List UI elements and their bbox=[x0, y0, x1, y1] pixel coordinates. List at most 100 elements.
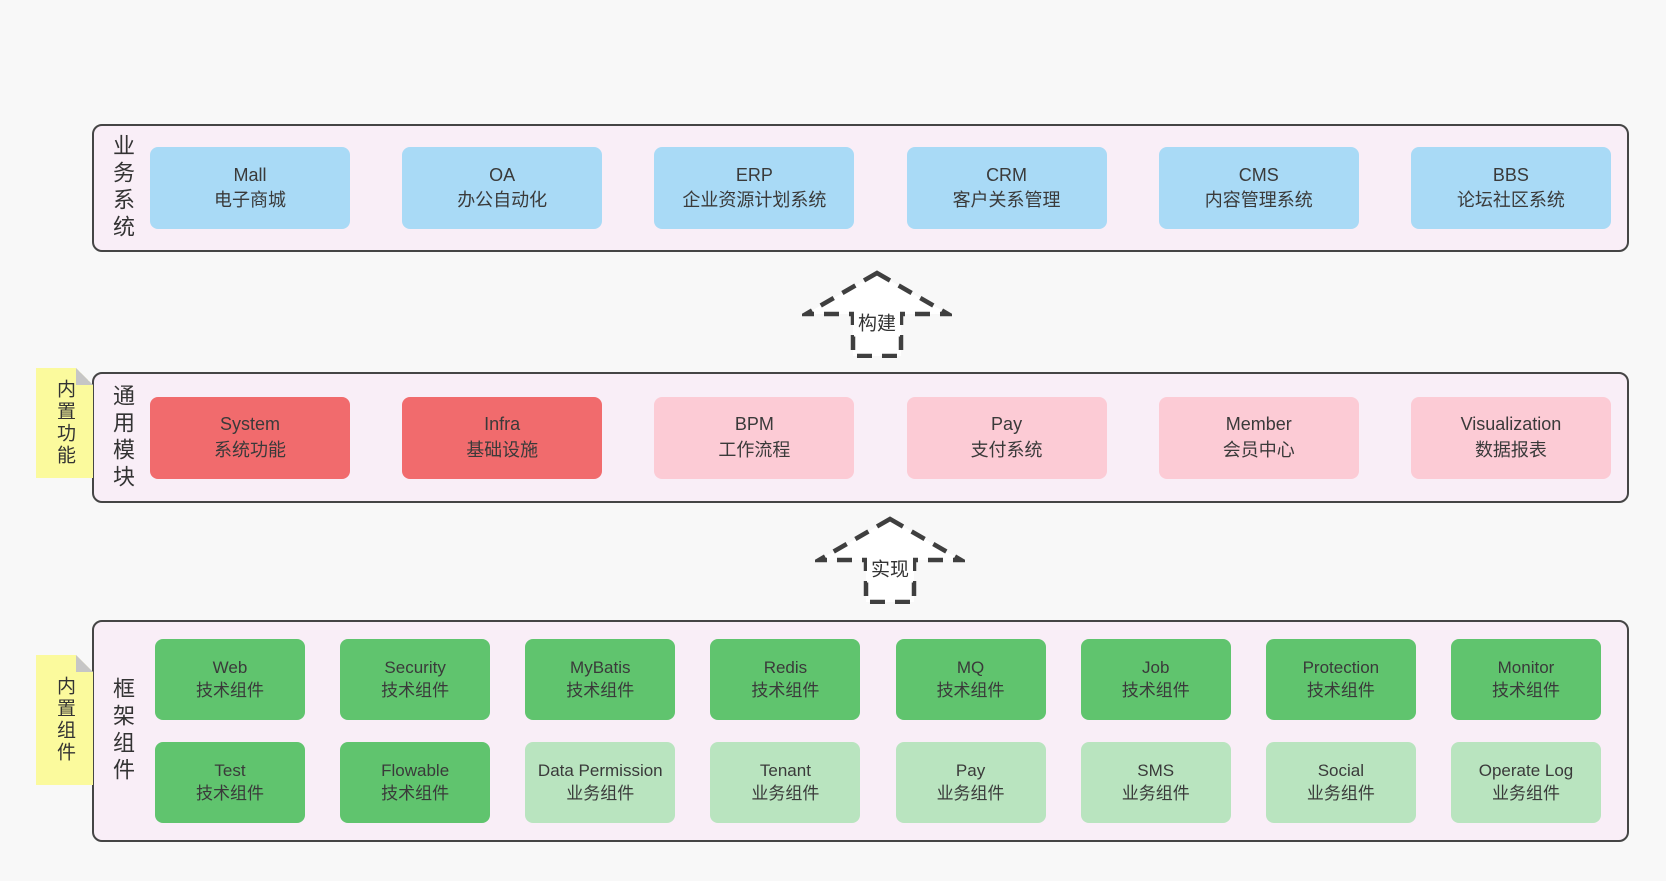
dashed-up-arrow-build: 构建 bbox=[802, 270, 952, 358]
arrow-label: 实现 bbox=[866, 553, 914, 583]
box-en-label: Infra bbox=[484, 414, 521, 435]
box-en-label: MyBatis bbox=[570, 658, 631, 678]
sticky-note-label: 内置功能 bbox=[54, 379, 75, 467]
box-zh-label: 技术组件 bbox=[1121, 680, 1190, 700]
panel-side-label: 框架组件 bbox=[110, 677, 135, 785]
box-en-label: Member bbox=[1225, 414, 1292, 435]
box-system: System 系统功能 bbox=[150, 396, 350, 479]
panel-side-label: 业务系统 bbox=[110, 134, 135, 242]
box-cms: CMS 内容管理系统 bbox=[1158, 147, 1359, 229]
box-security: Security 技术组件 bbox=[340, 639, 491, 720]
box-zh-label: 业务组件 bbox=[1306, 783, 1375, 803]
box-zh-label: 技术组件 bbox=[1491, 680, 1560, 700]
box-test: Test 技术组件 bbox=[155, 742, 305, 823]
box-zh-label: 论坛社区系统 bbox=[1456, 190, 1565, 210]
panel-side-label: 通用模块 bbox=[110, 383, 135, 492]
box-infra: Infra 基础设施 bbox=[402, 396, 603, 479]
box-zh-label: 技术组件 bbox=[196, 680, 264, 700]
business-systems-boxes: Mall 电子商城 OA 办公自动化 ERP 企业资源计划系统 CRM 客户关系… bbox=[150, 126, 1627, 250]
panel-business-systems: 业务系统 Mall 电子商城 OA 办公自动化 ERP 企业资源计划系统 CRM… bbox=[92, 124, 1629, 252]
box-en-label: SMS bbox=[1137, 761, 1175, 781]
box-zh-label: 业务组件 bbox=[566, 783, 635, 803]
box-en-label: Data Permission bbox=[537, 761, 663, 781]
box-zh-label: 业务组件 bbox=[936, 783, 1005, 803]
box-en-label: Redis bbox=[763, 658, 808, 678]
box-pay-module: Pay 支付系统 bbox=[906, 396, 1107, 479]
box-en-label: Social bbox=[1317, 761, 1364, 781]
box-zh-label: 业务组件 bbox=[1491, 783, 1560, 803]
box-zh-label: 数据报表 bbox=[1474, 439, 1547, 460]
box-en-label: CRM bbox=[986, 164, 1028, 185]
box-visualization: Visualization 数据报表 bbox=[1410, 396, 1611, 479]
box-en-label: Web bbox=[212, 658, 248, 678]
box-row: Web 技术组件 Security 技术组件 MyBatis 技术组件 Redi… bbox=[155, 639, 1601, 720]
box-en-label: Mall bbox=[233, 164, 267, 185]
box-en-label: Monitor bbox=[1497, 658, 1555, 678]
box-erp: ERP 企业资源计划系统 bbox=[654, 147, 855, 229]
sticky-note-builtin-features: 内置功能 bbox=[36, 368, 93, 478]
box-zh-label: 会员中心 bbox=[1222, 439, 1295, 460]
box-en-label: MQ bbox=[956, 658, 985, 678]
box-mq: MQ 技术组件 bbox=[895, 639, 1046, 720]
box-en-label: Operate Log bbox=[1478, 761, 1574, 781]
box-zh-label: 企业资源计划系统 bbox=[682, 190, 827, 210]
box-zh-label: 技术组件 bbox=[1306, 680, 1375, 700]
box-data-permission: Data Permission 业务组件 bbox=[525, 742, 676, 823]
box-oa: OA 办公自动化 bbox=[402, 147, 603, 229]
box-zh-label: 工作流程 bbox=[718, 439, 791, 460]
box-zh-label: 支付系统 bbox=[970, 439, 1043, 460]
box-en-label: Pay bbox=[991, 414, 1023, 435]
arrow-label: 构建 bbox=[853, 307, 901, 337]
box-row: Test 技术组件 Flowable 技术组件 Data Permission … bbox=[155, 742, 1601, 823]
box-pay-component: Pay 业务组件 bbox=[895, 742, 1046, 823]
common-modules-boxes: System 系统功能 Infra 基础设施 BPM 工作流程 Pay 支付系统… bbox=[150, 374, 1627, 501]
box-mybatis: MyBatis 技术组件 bbox=[525, 639, 676, 720]
box-zh-label: 技术组件 bbox=[566, 680, 635, 700]
box-zh-label: 内容管理系统 bbox=[1204, 190, 1313, 210]
box-zh-label: 技术组件 bbox=[381, 783, 450, 803]
panel-common-modules: 通用模块 System 系统功能 Infra 基础设施 BPM 工作流程 Pay… bbox=[92, 372, 1629, 503]
box-en-label: Job bbox=[1141, 658, 1170, 678]
box-flowable: Flowable 技术组件 bbox=[340, 742, 491, 823]
box-en-label: Visualization bbox=[1460, 414, 1562, 435]
box-redis: Redis 技术组件 bbox=[710, 639, 861, 720]
box-operate-log: Operate Log 业务组件 bbox=[1450, 742, 1601, 823]
framework-components-boxes: Web 技术组件 Security 技术组件 MyBatis 技术组件 Redi… bbox=[150, 622, 1627, 840]
box-en-label: Protection bbox=[1302, 658, 1380, 678]
box-en-label: Test bbox=[214, 761, 246, 781]
box-zh-label: 业务组件 bbox=[751, 783, 820, 803]
box-crm: CRM 客户关系管理 bbox=[906, 147, 1107, 229]
box-protection: Protection 技术组件 bbox=[1265, 639, 1416, 720]
box-web: Web 技术组件 bbox=[155, 639, 305, 720]
box-job: Job 技术组件 bbox=[1080, 639, 1231, 720]
sticky-note-builtin-components: 内置组件 bbox=[36, 655, 93, 785]
box-sms: SMS 业务组件 bbox=[1080, 742, 1231, 823]
box-bpm: BPM 工作流程 bbox=[654, 396, 855, 479]
box-en-label: BPM bbox=[734, 414, 774, 435]
box-zh-label: 基础设施 bbox=[466, 439, 539, 460]
box-zh-label: 技术组件 bbox=[196, 783, 264, 803]
box-en-label: OA bbox=[489, 164, 516, 185]
box-en-label: Tenant bbox=[759, 761, 811, 781]
box-zh-label: 业务组件 bbox=[1121, 783, 1190, 803]
box-en-label: Security bbox=[384, 658, 446, 678]
box-bbs: BBS 论坛社区系统 bbox=[1410, 147, 1611, 229]
box-en-label: System bbox=[219, 414, 280, 435]
box-tenant: Tenant 业务组件 bbox=[710, 742, 861, 823]
box-zh-label: 客户关系管理 bbox=[952, 190, 1061, 210]
box-en-label: BBS bbox=[1492, 164, 1529, 185]
box-en-label: ERP bbox=[735, 164, 773, 185]
box-row: System 系统功能 Infra 基础设施 BPM 工作流程 Pay 支付系统… bbox=[150, 396, 1611, 479]
box-zh-label: 技术组件 bbox=[751, 680, 820, 700]
box-zh-label: 技术组件 bbox=[936, 680, 1005, 700]
sticky-note-label: 内置组件 bbox=[54, 676, 75, 764]
box-en-label: Pay bbox=[955, 761, 986, 781]
box-zh-label: 系统功能 bbox=[214, 439, 286, 460]
box-en-label: Flowable bbox=[381, 761, 450, 781]
box-social: Social 业务组件 bbox=[1265, 742, 1416, 823]
box-mall: Mall 电子商城 bbox=[150, 147, 350, 229]
box-zh-label: 办公自动化 bbox=[457, 190, 548, 210]
box-member: Member 会员中心 bbox=[1158, 396, 1359, 479]
panel-framework-components: 框架组件 Web 技术组件 Security 技术组件 MyBatis 技术组件… bbox=[92, 620, 1629, 842]
